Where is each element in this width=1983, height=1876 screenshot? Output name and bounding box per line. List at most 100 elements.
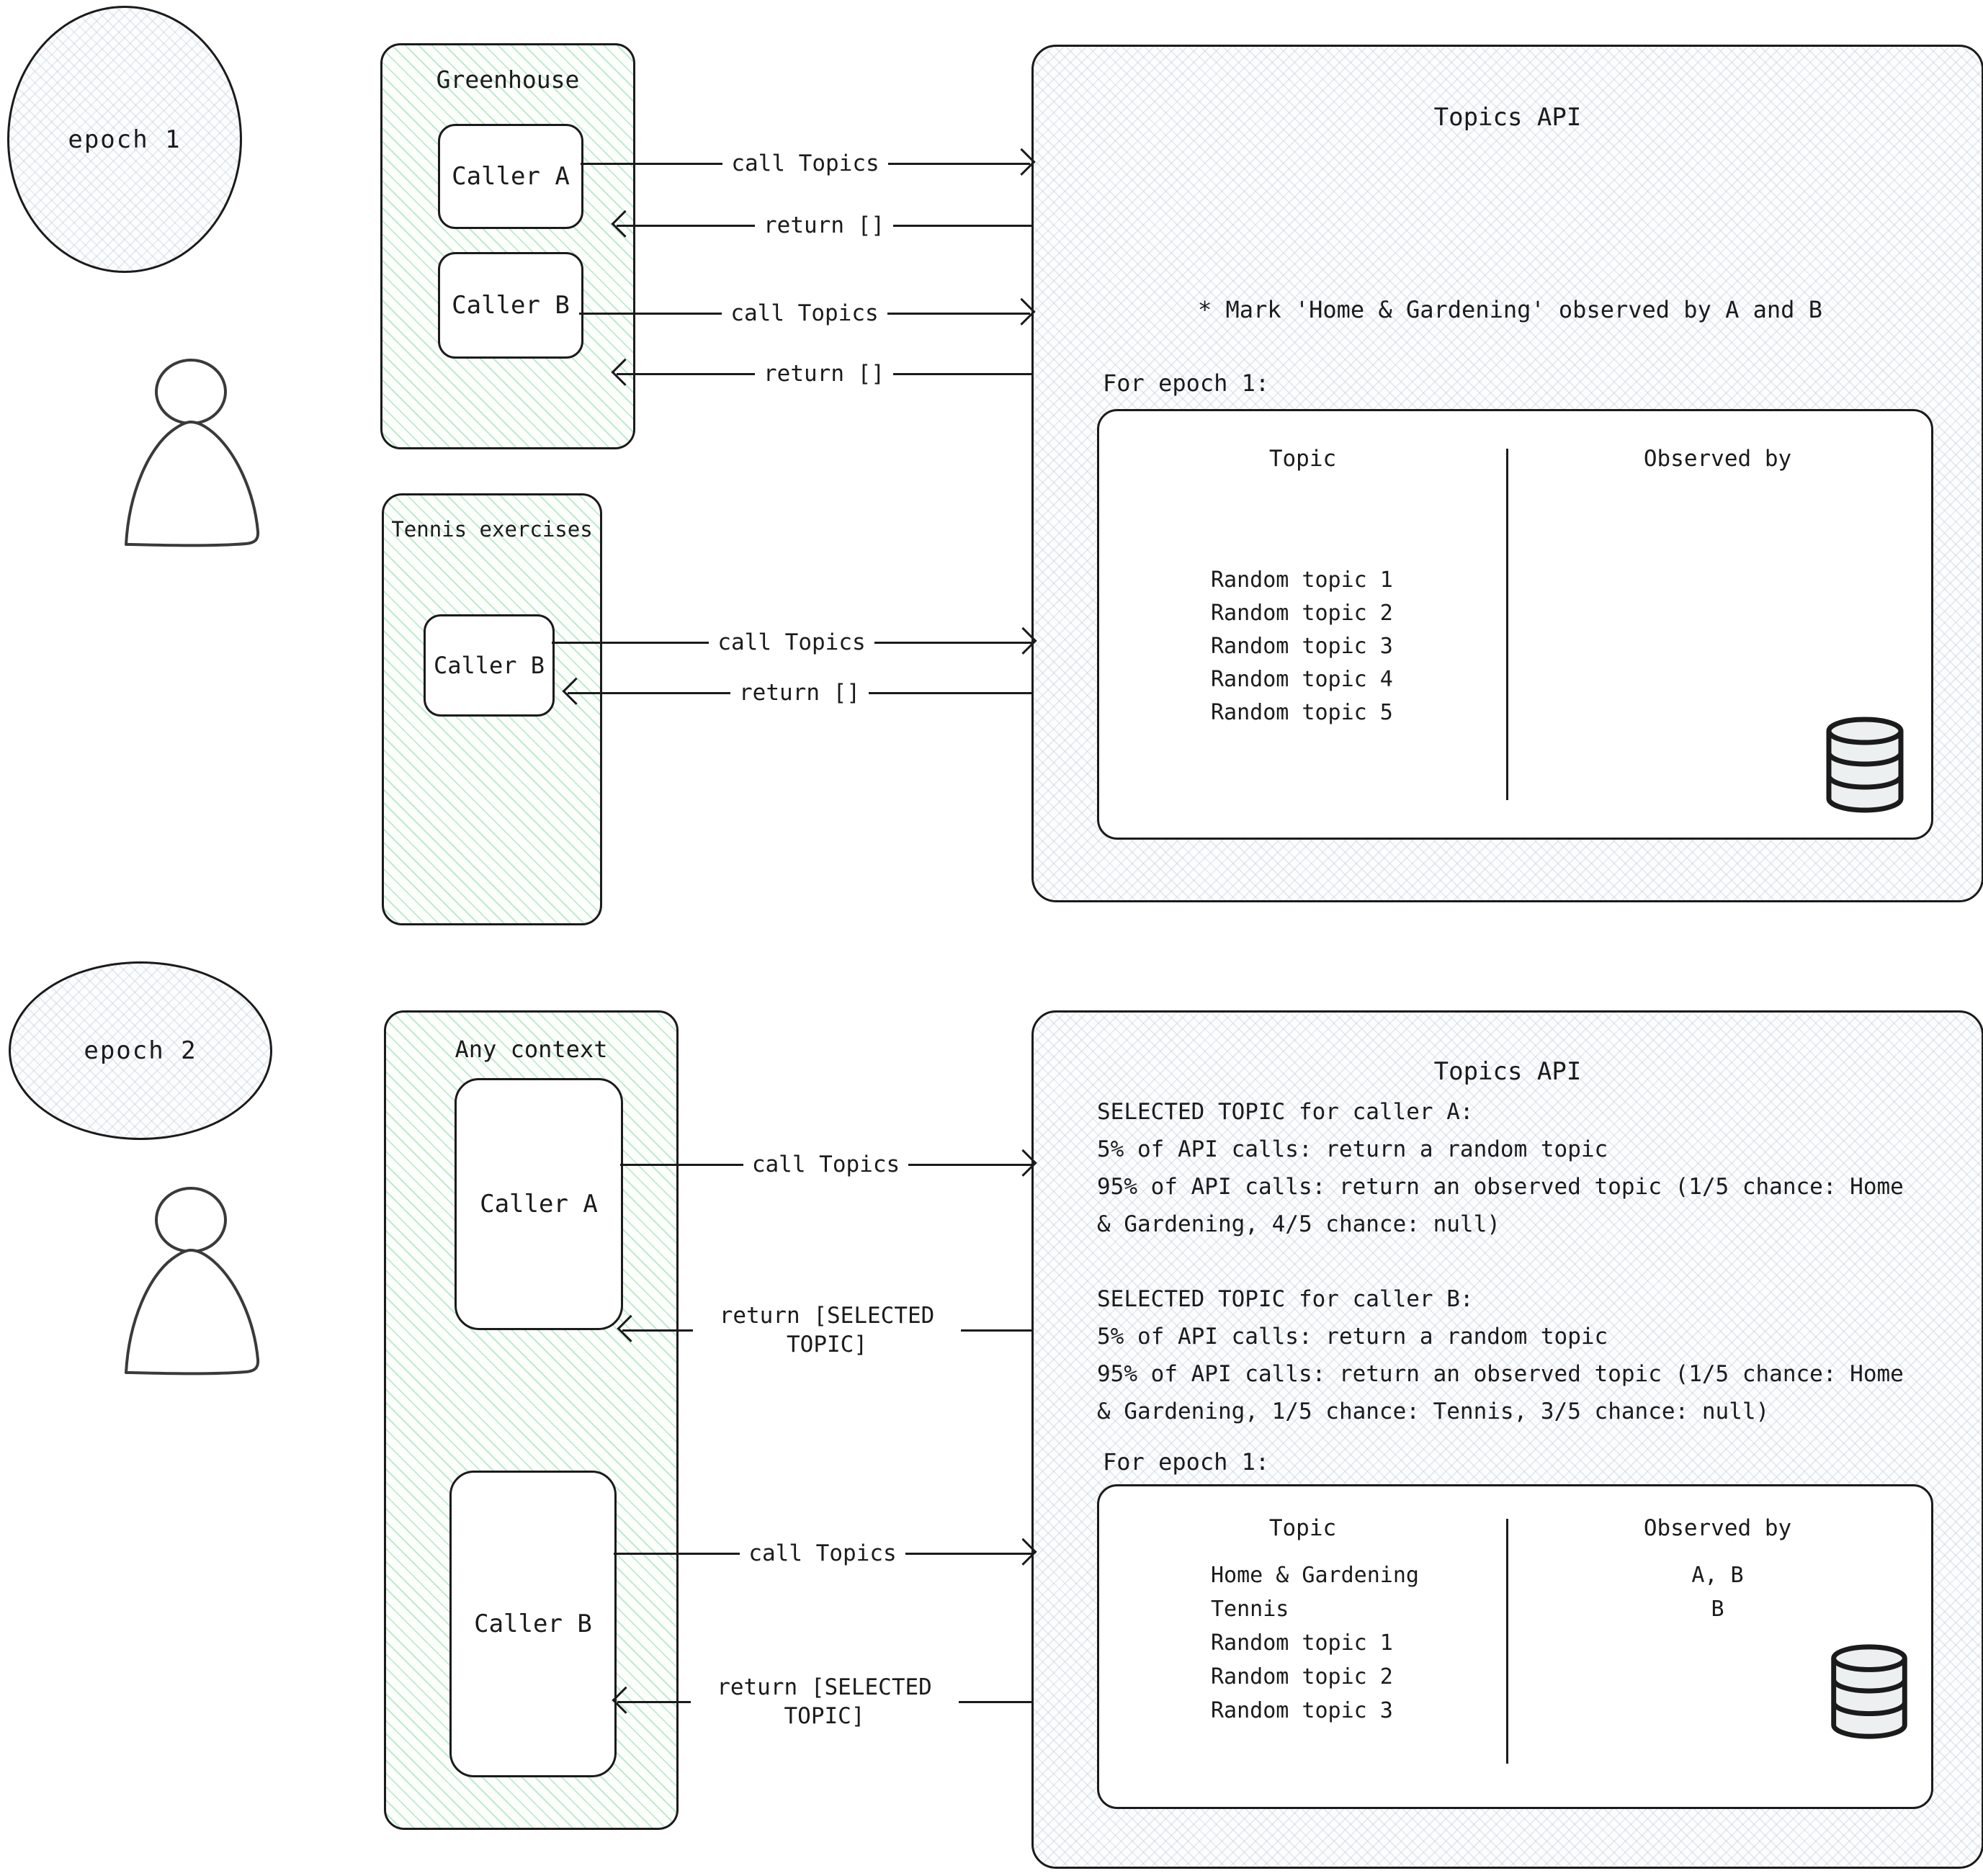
table-row: Random topic 2 [1211, 601, 1393, 626]
rule-line: SELECTED TOPIC for caller A: [1097, 1099, 1474, 1125]
topic-column-rows: Random topic 1 Random topic 2 Random top… [1211, 564, 1393, 730]
arrow-line [961, 1329, 1031, 1332]
column-header-topic: Topic [1268, 1515, 1337, 1541]
caller-b-box-tennis: Caller B [424, 614, 555, 717]
table-row: Random topic 5 [1211, 700, 1393, 725]
any-context-title: Any context [455, 1036, 608, 1063]
api-note: * Mark 'Home & Gardening' observed by A … [1198, 296, 1822, 323]
arrow-label: return [] [739, 679, 860, 706]
arrow-line [552, 641, 710, 644]
arrow-caller-a-call-epoch2: call Topics [620, 1149, 1037, 1179]
rule-line: SELECTED TOPIC for caller B: [1097, 1286, 1474, 1312]
table-row: Random topic 4 [1211, 667, 1393, 692]
arrow-line [958, 1700, 1031, 1703]
arrow-line [617, 372, 756, 375]
tennis-title: Tennis exercises [391, 517, 593, 542]
table-row: Random topic 3 [1211, 634, 1393, 659]
arrow-label: return [] [764, 360, 885, 387]
for-epoch-label: For epoch 1: [1103, 1448, 1270, 1476]
topics-table-epoch2: Topic Observed by Home & Gardening Tenni… [1097, 1484, 1933, 1809]
rule-line [1097, 1243, 1922, 1280]
column-header-observed: Observed by [1643, 446, 1792, 472]
arrow-tennis-call: call Topics [552, 627, 1037, 657]
arrow-line [617, 1700, 691, 1703]
epoch2-bubble: epoch 2 [9, 961, 272, 1140]
epoch2-label: epoch 2 [84, 1036, 197, 1065]
arrow-label: call Topics [731, 150, 879, 176]
arrow-caller-b-return: return [] [611, 358, 1032, 388]
arrow-label: call Topics [730, 300, 879, 326]
caller-b-label: Caller B [433, 652, 545, 679]
arrow-label: call Topics [751, 1151, 900, 1177]
rule-line: 5% of API calls: return a random topic [1097, 1324, 1608, 1350]
table-row: Random topic 1 [1211, 567, 1393, 593]
arrow-label: call Topics [717, 629, 866, 655]
arrow-line [893, 372, 1032, 375]
arrow-line [887, 312, 1030, 315]
greenhouse-context-box: Greenhouse [380, 43, 635, 449]
caller-a-box-epoch1: Caller A [438, 124, 583, 229]
caller-a-label: Caller A [452, 162, 570, 191]
arrow-line [568, 691, 731, 694]
for-epoch-label: For epoch 1: [1103, 369, 1270, 397]
greenhouse-title: Greenhouse [436, 66, 580, 94]
table-row: Random topic 3 [1211, 1698, 1393, 1723]
selected-topic-rules: SELECTED TOPIC for caller A: 5% of API c… [1097, 1093, 1922, 1430]
topics-api-box-epoch2: Topics API SELECTED TOPIC for caller A: … [1031, 1010, 1983, 1869]
arrow-line [893, 224, 1032, 227]
database-icon [1831, 1644, 1907, 1739]
arrow-line [908, 1163, 1031, 1166]
arrow-line [617, 224, 756, 227]
arrow-line [869, 691, 1032, 694]
arrow-line [579, 312, 722, 315]
topic-column-rows: Home & Gardening Tennis Random topic 1 R… [1211, 1558, 1419, 1728]
arrow-line [622, 1329, 693, 1332]
epoch1-label: epoch 1 [68, 125, 182, 154]
arrow-caller-a-call: call Topics [581, 148, 1036, 178]
arrow-caller-b-call: call Topics [579, 297, 1036, 328]
person-icon [125, 1187, 260, 1375]
table-column-divider [1506, 1519, 1508, 1764]
database-icon [1826, 717, 1904, 813]
caller-a-box-epoch2: Caller A [455, 1078, 623, 1330]
rule-line: 5% of API calls: return a random topic [1097, 1136, 1608, 1162]
topics-api-title: Topics API [1433, 1057, 1582, 1086]
topics-api-title: Topics API [1433, 103, 1582, 132]
arrow-label: return [SELECTED TOPIC] [717, 1674, 932, 1729]
epoch1-bubble: epoch 1 [7, 6, 242, 273]
arrow-tennis-return: return [] [562, 677, 1032, 707]
caller-a-label: Caller A [480, 1190, 598, 1218]
rule-line: 95% of API calls: return an observed top… [1097, 1361, 1904, 1424]
arrow-line [905, 1552, 1031, 1555]
column-header-topic: Topic [1268, 446, 1337, 472]
arrow-line [887, 162, 1030, 165]
arrow-caller-b-call-epoch2: call Topics [614, 1538, 1037, 1568]
table-cell-observed: B [1711, 1597, 1724, 1622]
table-row: Random topic 2 [1211, 1664, 1393, 1689]
table-row: Random topic 1 [1211, 1630, 1393, 1656]
column-header-observed: Observed by [1643, 1515, 1792, 1541]
caller-b-box-epoch1: Caller B [438, 252, 583, 359]
arrow-line [620, 1163, 743, 1166]
topics-table-epoch1: Topic Observed by Random topic 1 Random … [1097, 409, 1933, 840]
observed-column-rows: A, B B [1506, 1558, 1929, 1626]
caller-b-box-epoch2: Caller B [449, 1471, 617, 1777]
caller-b-label: Caller B [452, 291, 570, 320]
topics-api-box-epoch1: Topics API * Mark 'Home & Gardening' obs… [1031, 45, 1983, 902]
table-column-divider [1506, 449, 1508, 800]
arrow-caller-a-return-epoch2: return [SELECTED TOPIC] [617, 1283, 1031, 1377]
arrow-label: call Topics [748, 1540, 897, 1566]
arrow-label: return [] [764, 212, 885, 238]
caller-b-label: Caller B [474, 1610, 592, 1638]
arrow-caller-b-return-epoch2: return [SELECTED TOPIC] [612, 1655, 1031, 1749]
arrow-label: return [SELECTED TOPIC] [719, 1302, 935, 1357]
table-row: Home & Gardening [1211, 1563, 1419, 1588]
table-cell-observed: A, B [1691, 1563, 1744, 1588]
person-icon [125, 359, 260, 547]
arrow-line [874, 641, 1031, 644]
arrow-caller-a-return: return [] [611, 210, 1032, 240]
arrow-line [581, 162, 723, 165]
table-row: Tennis [1211, 1597, 1289, 1622]
rule-line: 95% of API calls: return an observed top… [1097, 1174, 1904, 1237]
